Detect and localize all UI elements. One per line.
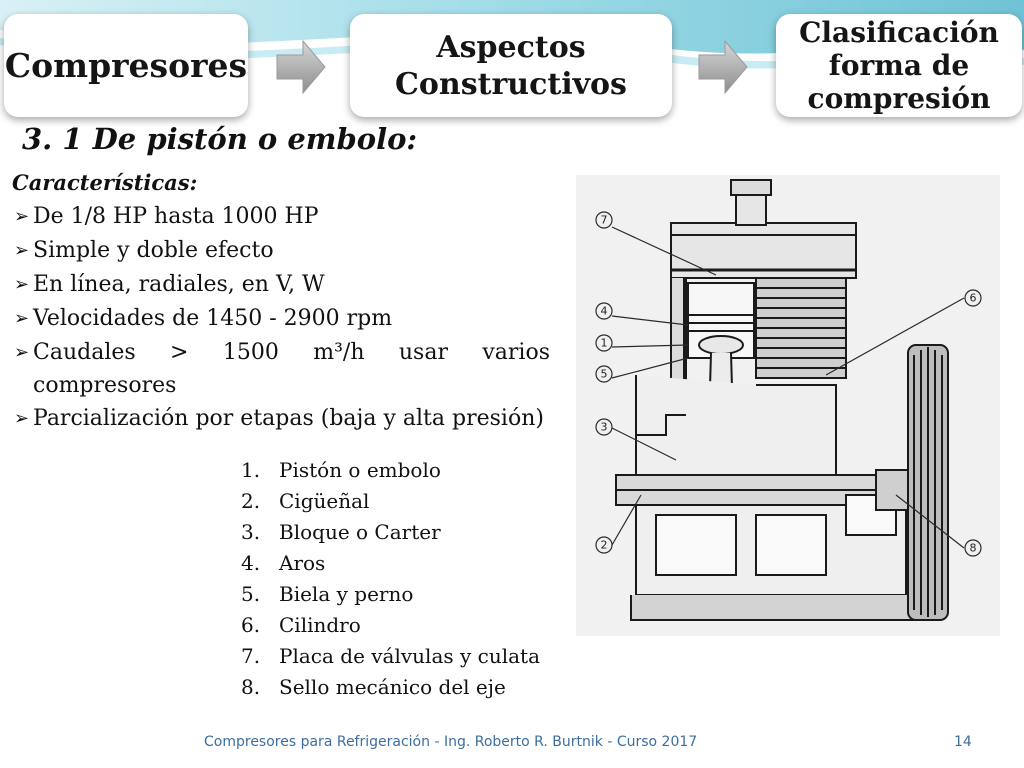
callout-1: 1 xyxy=(601,337,608,350)
right-arrow-icon xyxy=(698,39,748,95)
list-item: 4. Aros xyxy=(241,548,551,579)
arrow-bullet-icon: ➢ xyxy=(14,308,30,329)
callout-2: 2 xyxy=(601,539,608,552)
list-item-text: Simple y doble efecto xyxy=(33,238,274,263)
callout-7: 7 xyxy=(601,214,608,227)
list-item: 3. Bloque o Carter xyxy=(241,517,551,548)
callout-6: 6 xyxy=(970,292,977,305)
list-item-text: Velocidades de 1450 - 2900 rpm xyxy=(33,306,393,331)
part-label: Bloque o Carter xyxy=(279,520,441,544)
part-label: Sello mecánico del eje xyxy=(279,675,506,699)
part-label: Aros xyxy=(279,551,326,575)
callout-4: 4 xyxy=(601,305,608,318)
part-label: Pistón o embolo xyxy=(279,458,441,482)
arrow-bullet-icon: ➢ xyxy=(14,240,30,261)
header-box-clasificacion-line1: Clasificación xyxy=(799,16,999,49)
list-item: ➢ Caudales > 1500 m³/h usar varios compr… xyxy=(14,336,550,402)
part-label: Biela y perno xyxy=(279,582,414,606)
list-item: 1. Pistón o embolo xyxy=(241,455,551,486)
footer-text: Compresores para Refrigeración - Ing. Ro… xyxy=(204,734,698,750)
list-item: 6. Cilindro xyxy=(241,610,551,641)
part-number: 8. xyxy=(241,675,261,699)
list-item-text: En línea, radiales, en V, W xyxy=(33,272,325,297)
compressor-drawing: 7 4 1 5 3 2 6 8 xyxy=(595,179,982,621)
header-box-aspectos-line1: Aspectos xyxy=(436,29,586,65)
parts-list: 1. Pistón o embolo 2. Cigüeñal 3. Bloque o … xyxy=(241,455,551,703)
arrow-bullet-icon: ➢ xyxy=(14,408,30,429)
list-item-text: De 1/8 HP hasta 1000 HP xyxy=(33,204,319,229)
part-number: 1. xyxy=(241,458,261,482)
callout-8: 8 xyxy=(970,542,977,555)
part-number: 4. xyxy=(241,551,261,575)
list-item-text: Caudales > 1500 m³/h usar varios compres… xyxy=(33,340,550,398)
part-number: 5. xyxy=(241,582,261,606)
header-box-compresores: Compresores xyxy=(4,14,248,117)
header-box-clasificacion: Clasificación forma de compresión xyxy=(776,14,1022,117)
part-number: 3. xyxy=(241,520,261,544)
characteristics-list: ➢ De 1/8 HP hasta 1000 HP ➢ Simple y dob… xyxy=(14,200,550,436)
arrow-bullet-icon: ➢ xyxy=(14,342,30,363)
list-item: 8. Sello mecánico del eje xyxy=(241,672,551,703)
list-item-text: Parcialización por etapas (baja y alta p… xyxy=(33,406,544,431)
page-number: 14 xyxy=(954,734,972,750)
arrow-bullet-icon: ➢ xyxy=(14,274,30,295)
list-item: ➢ Velocidades de 1450 - 2900 rpm xyxy=(14,302,550,336)
callout-5: 5 xyxy=(601,368,608,381)
part-label: Cilindro xyxy=(279,613,361,637)
list-item: 5. Biela y perno xyxy=(241,579,551,610)
header-box-clasificacion-line3: compresión xyxy=(807,82,991,115)
part-number: 7. xyxy=(241,644,261,668)
section-title: 3. 1 De pistón o embolo: xyxy=(22,122,418,156)
part-number: 2. xyxy=(241,489,261,513)
header-box-aspectos-constructivos: Aspectos Constructivos xyxy=(350,14,672,117)
header-box-aspectos-line2: Constructivos xyxy=(395,66,627,102)
part-number: 6. xyxy=(241,613,261,637)
list-item: ➢ En línea, radiales, en V, W xyxy=(14,268,550,302)
characteristics-heading: Características: xyxy=(12,170,198,195)
right-arrow-icon xyxy=(276,39,326,95)
header-box-clasificacion-line2: forma de xyxy=(828,49,970,82)
header-box-compresores-label: Compresores xyxy=(4,46,248,85)
compressor-cutaway-diagram: 7 4 1 5 3 2 6 8 xyxy=(576,175,1000,636)
part-label: Cigüeñal xyxy=(279,489,370,513)
list-item: 7. Placa de válvulas y culata xyxy=(241,641,551,672)
arrow-bullet-icon: ➢ xyxy=(14,206,30,227)
part-label: Placa de válvulas y culata xyxy=(279,644,541,668)
list-item: ➢ Simple y doble efecto xyxy=(14,234,550,268)
list-item: 2. Cigüeñal xyxy=(241,486,551,517)
list-item: ➢ De 1/8 HP hasta 1000 HP xyxy=(14,200,550,234)
list-item: ➢ Parcialización por etapas (baja y alta… xyxy=(14,402,550,436)
callout-3: 3 xyxy=(601,421,608,434)
